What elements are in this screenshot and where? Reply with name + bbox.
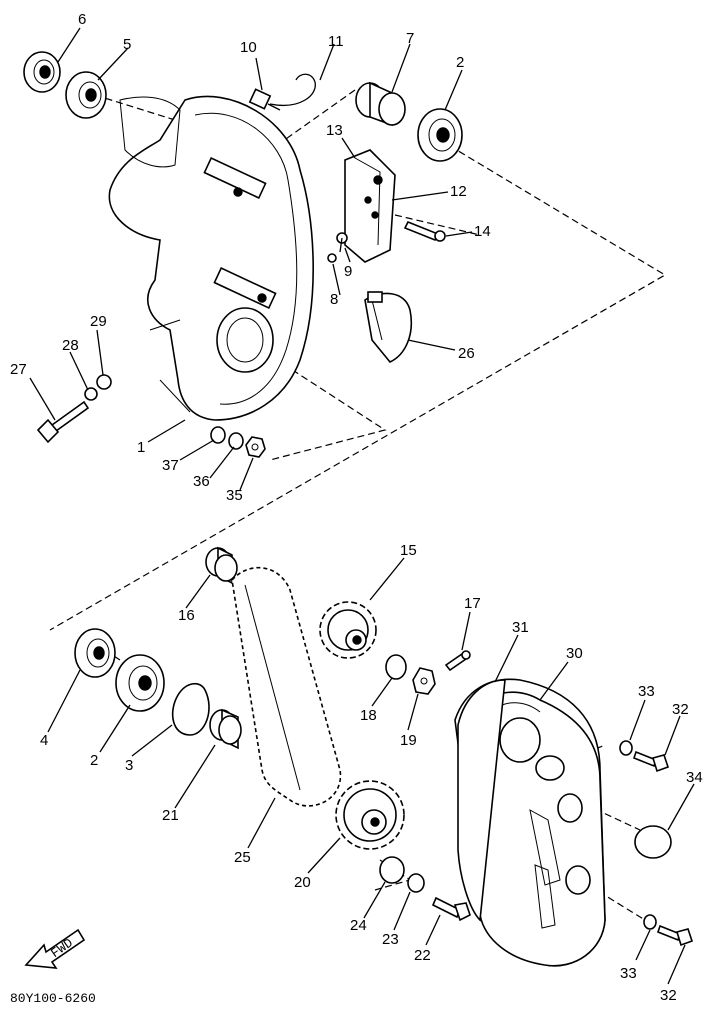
bearing-2-lower	[115, 654, 165, 712]
callout-12: 12	[450, 183, 467, 200]
circlip-3	[171, 682, 210, 736]
callout-21: 21	[162, 807, 179, 824]
drive-chain-25	[231, 566, 342, 807]
callout-37: 37	[162, 457, 179, 474]
callout-8: 8	[330, 291, 338, 308]
washer-33-upper	[619, 740, 633, 756]
washer-37	[210, 426, 226, 444]
bearing-6	[23, 51, 61, 93]
callout-33-lower: 33	[620, 965, 637, 982]
callout-13: 13	[326, 122, 343, 139]
callout-14: 14	[474, 223, 491, 240]
callout-19: 19	[400, 732, 417, 749]
bearing-2-upper	[417, 108, 463, 162]
washer-18	[385, 654, 407, 680]
sprocket-20	[335, 780, 405, 850]
callout-36: 36	[193, 473, 210, 490]
gasket-31	[457, 679, 506, 922]
chain-case-housing	[108, 95, 314, 421]
washer-29	[96, 374, 112, 390]
bearing-4	[74, 628, 116, 678]
tensioner-bracket-12-13	[344, 149, 396, 263]
callout-31: 31	[512, 619, 529, 636]
bolt-32-lower	[657, 924, 694, 947]
callout-22: 22	[414, 947, 431, 964]
callout-4: 4	[40, 732, 48, 749]
bolt-17	[444, 650, 471, 672]
callout-10: 10	[240, 39, 257, 56]
nut-19	[412, 667, 436, 695]
collar-7	[355, 81, 406, 127]
callout-20: 20	[294, 874, 311, 891]
collar-21	[209, 708, 242, 750]
washer-33-lower	[643, 914, 657, 930]
collar-16	[205, 546, 238, 585]
callout-18: 18	[360, 707, 377, 724]
callout-15: 15	[400, 542, 417, 559]
callout-6: 6	[78, 11, 86, 28]
callout-5: 5	[123, 36, 131, 53]
callout-17: 17	[464, 595, 481, 612]
washer-28	[84, 387, 98, 401]
sprocket-15	[319, 601, 377, 659]
callout-25: 25	[234, 849, 251, 866]
callout-1: 1	[137, 439, 145, 456]
bolt-22	[431, 896, 471, 922]
callout-23: 23	[382, 931, 399, 948]
callout-32-lower: 32	[660, 987, 677, 1004]
washer-23	[407, 873, 425, 893]
callout-3: 3	[125, 757, 133, 774]
callout-30: 30	[566, 645, 583, 662]
callout-2-upper: 2	[456, 54, 464, 71]
callout-33-upper: 33	[638, 683, 655, 700]
washer-8	[327, 253, 337, 263]
bolt-32-upper	[633, 750, 670, 773]
bolt-14	[403, 220, 446, 242]
hose-11	[269, 73, 316, 106]
bolt-27	[36, 400, 90, 444]
callout-9: 9	[344, 263, 352, 280]
nut-35	[245, 436, 266, 458]
callout-24: 24	[350, 917, 367, 934]
cap-34	[634, 825, 672, 859]
callout-2-lower: 2	[90, 752, 98, 769]
washer-36	[228, 432, 244, 450]
bolt-9	[336, 232, 348, 253]
chain-tensioner-26	[364, 291, 413, 363]
callout-26: 26	[458, 345, 475, 362]
callout-34: 34	[686, 769, 703, 786]
bearing-5	[65, 71, 107, 119]
callout-16: 16	[178, 607, 195, 624]
drawing-code: 80Y100-6260	[10, 991, 96, 1006]
callout-35: 35	[226, 487, 243, 504]
callout-11: 11	[328, 33, 344, 50]
bleeder-valve-10	[248, 88, 281, 111]
callout-28: 28	[62, 337, 79, 354]
callout-32-upper: 32	[672, 701, 689, 718]
callout-29: 29	[90, 313, 107, 330]
washer-24	[379, 856, 405, 884]
forward-direction-arrow: FWD	[24, 928, 86, 969]
callout-27: 27	[10, 361, 27, 378]
callout-7: 7	[406, 30, 414, 47]
